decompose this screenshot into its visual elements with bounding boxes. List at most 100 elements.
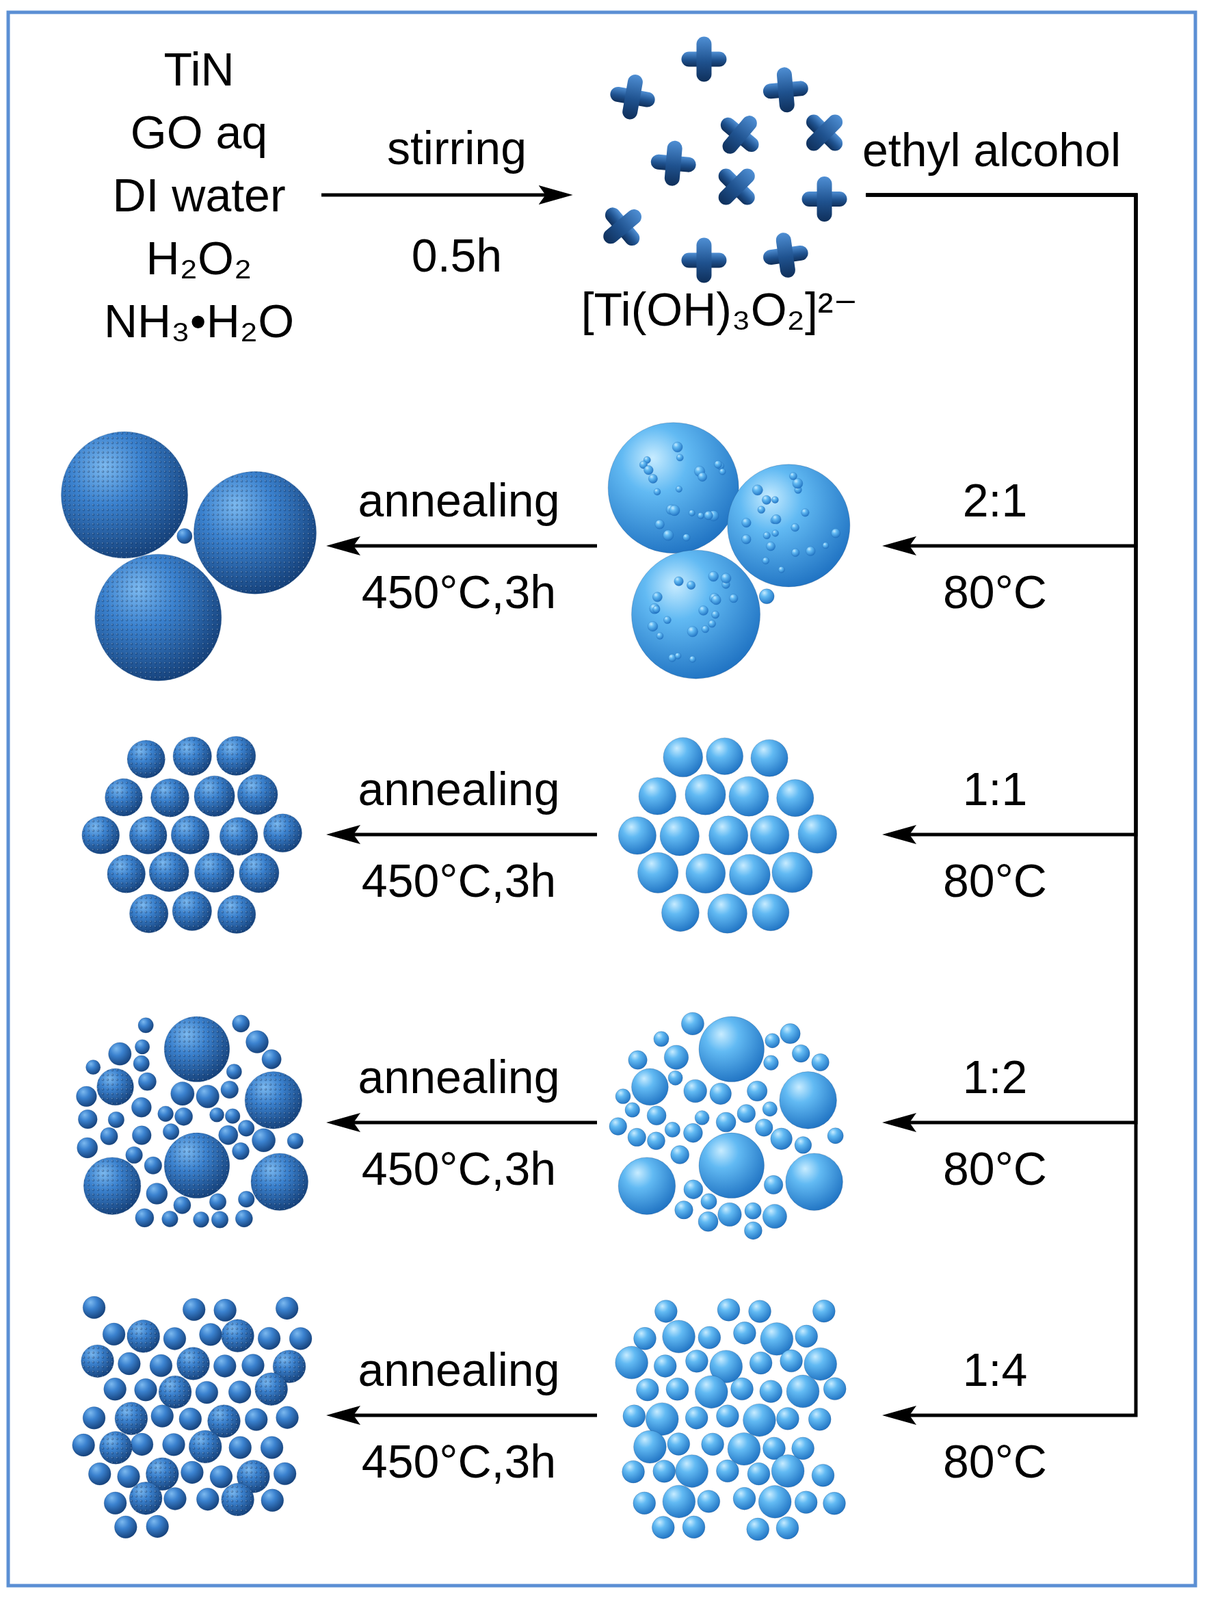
particle-sphere xyxy=(681,1012,704,1035)
surface-particle xyxy=(675,485,682,492)
sphere-body xyxy=(127,1319,161,1353)
process-arrow xyxy=(865,194,1136,1123)
particle-sphere xyxy=(276,1406,299,1429)
sphere-texture xyxy=(127,739,165,778)
sphere-body xyxy=(668,1070,683,1085)
sphere-body xyxy=(698,1016,764,1082)
surface-particle xyxy=(668,504,680,515)
surface-particle xyxy=(801,508,810,517)
particle-sphere xyxy=(772,852,813,893)
particle-sphere xyxy=(117,1464,141,1488)
sphere-body xyxy=(776,1516,799,1539)
particle-sphere xyxy=(170,815,210,855)
surface-particle xyxy=(672,441,683,453)
sphere-body xyxy=(638,852,679,893)
cross-arm xyxy=(774,231,797,279)
surface-particle xyxy=(729,593,739,603)
particle-sphere xyxy=(237,1119,255,1136)
sphere-body xyxy=(105,778,143,816)
complex-ion-symbol xyxy=(760,229,812,282)
surface-particle xyxy=(765,541,775,551)
particle-sphere xyxy=(709,1082,732,1105)
surface-particle xyxy=(647,620,658,632)
sphere-texture xyxy=(95,553,222,681)
particle-sphere xyxy=(179,1407,202,1430)
sphere-body xyxy=(752,893,790,931)
sphere-texture xyxy=(149,852,189,892)
particle-sphere xyxy=(263,813,302,853)
particle-sphere xyxy=(776,1516,799,1539)
surface-particle xyxy=(822,542,829,549)
particle-sphere xyxy=(776,779,814,817)
particle-sphere xyxy=(72,1433,96,1456)
particle-sphere xyxy=(752,893,790,931)
particle-sphere xyxy=(798,814,837,853)
cross-arm xyxy=(620,73,644,121)
particle-sphere xyxy=(763,1174,784,1195)
sphere-body xyxy=(615,1345,649,1379)
particle-sphere xyxy=(193,1211,210,1227)
sphere-body xyxy=(287,1132,303,1149)
sphere-body xyxy=(179,1407,202,1430)
sphere-body xyxy=(114,1515,137,1538)
surface-particle xyxy=(653,488,661,496)
particle-sphere xyxy=(144,1156,163,1175)
particle-sphere xyxy=(221,1319,255,1352)
sphere-body xyxy=(170,815,210,855)
sphere-body xyxy=(175,1107,193,1125)
sphere-body xyxy=(232,1014,250,1032)
particle-sphere xyxy=(235,1209,253,1227)
particle-sphere xyxy=(654,1300,678,1323)
particle-sphere xyxy=(651,1516,675,1539)
sphere-body xyxy=(653,1459,676,1482)
sphere-body xyxy=(759,1380,783,1403)
sphere-texture xyxy=(194,852,235,893)
sphere-body xyxy=(129,1481,163,1515)
process-arrow xyxy=(348,544,598,548)
sphere-texture xyxy=(177,1347,210,1381)
particle-sphere xyxy=(149,1354,173,1377)
sphere-body xyxy=(151,1404,174,1428)
sphere-body xyxy=(182,1297,206,1321)
condition-label: ethyl alcohol xyxy=(862,123,1121,177)
particle-sphere xyxy=(749,1351,773,1374)
sphere-body xyxy=(127,739,165,778)
particle-sphere xyxy=(754,1118,773,1137)
particle-sphere xyxy=(618,1157,676,1215)
particle-sphere xyxy=(808,1407,831,1430)
particle-sphere xyxy=(214,1298,237,1322)
cross-arm xyxy=(817,176,833,222)
cross-arm xyxy=(715,165,758,208)
node-text: NH₃•H₂O xyxy=(103,289,295,353)
sphere-body xyxy=(661,893,700,932)
surface-particle xyxy=(711,610,720,619)
surface-particle xyxy=(752,484,763,496)
particle-sphere xyxy=(733,1321,757,1344)
sphere-body xyxy=(615,1088,631,1104)
particle-sphere xyxy=(618,816,656,855)
particle-sphere xyxy=(737,1104,756,1123)
condition-label: 450°C,3h xyxy=(361,1434,556,1488)
particle-sphere xyxy=(795,1324,818,1348)
cross-arm xyxy=(776,66,796,113)
sphere-body xyxy=(733,1321,757,1344)
sphere-body xyxy=(653,1354,677,1378)
sphere-body xyxy=(108,1042,132,1065)
node-text: DI water xyxy=(112,163,286,227)
sphere-body xyxy=(729,854,771,896)
sphere-texture xyxy=(217,895,256,934)
particle-sphere xyxy=(627,1127,646,1146)
particle-sphere xyxy=(663,737,704,777)
sphere-body xyxy=(694,1110,710,1125)
sphere-body xyxy=(685,774,726,815)
surface-particle xyxy=(762,557,770,565)
sphere-texture xyxy=(107,854,145,893)
sphere-body xyxy=(177,528,193,544)
sphere-body xyxy=(670,1145,690,1164)
particle-sphere xyxy=(770,1127,793,1150)
sphere-body xyxy=(188,1429,222,1463)
sphere-body xyxy=(157,1105,174,1122)
particle-sphere xyxy=(715,1459,739,1482)
sphere-body xyxy=(625,1102,641,1118)
